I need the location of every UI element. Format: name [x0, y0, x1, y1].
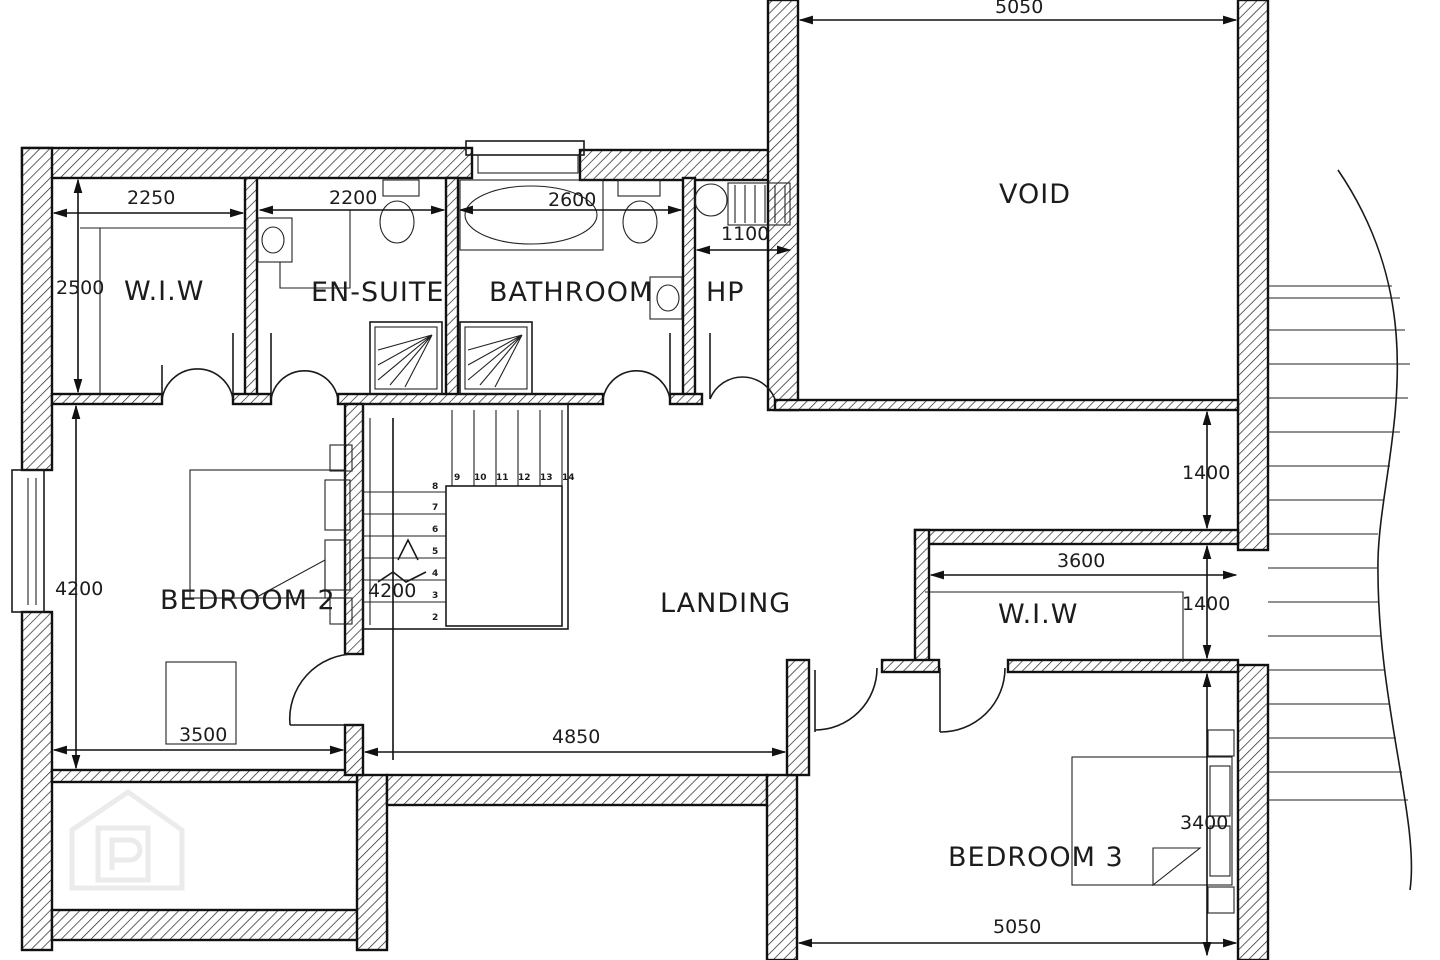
- dim-hp-width: 1100: [721, 223, 769, 245]
- stair-step: 3: [432, 591, 438, 601]
- wardrobe-rails: [80, 227, 1184, 662]
- window-left: [11, 469, 45, 613]
- dim-wiw-right-width: 3600: [1057, 550, 1105, 572]
- dim-bedroom-2-width: 3500: [179, 724, 227, 746]
- external-walls: [20, 0, 1270, 960]
- stair-step: 14: [562, 473, 575, 483]
- dim-stair-height: 4200: [368, 580, 416, 602]
- stair-step: 4: [432, 569, 438, 579]
- room-label-void: VOID: [999, 179, 1071, 210]
- stair-step: 13: [540, 473, 553, 483]
- room-label-landing: LANDING: [660, 588, 791, 619]
- room-label-wiw-right: W.I.W: [998, 599, 1078, 630]
- dim-landing-width: 4850: [552, 726, 600, 748]
- dim-bedroom-3-width: 5050: [993, 916, 1041, 938]
- dim-bedroom-2-height: 4200: [55, 578, 103, 600]
- stair-step: 2: [432, 613, 438, 623]
- room-label-bedroom-2: BEDROOM 2: [160, 585, 336, 616]
- internal-partitions: [50, 176, 1240, 777]
- dim-bedroom-3-depth: 3400: [1180, 812, 1228, 834]
- stair-step-numbers: 2 3 4 5 6 7 8 9 10 11 12 13 14: [432, 473, 575, 623]
- dim-en-suite-width: 2200: [329, 187, 377, 209]
- dimension-lines: [52, 15, 1238, 957]
- room-label-bedroom-3: BEDROOM 3: [948, 842, 1124, 873]
- room-labels: VOID W.I.W EN-SUITE BATHROOM HP LANDING …: [124, 179, 1124, 873]
- staircase: [362, 403, 569, 760]
- dim-bathroom-width: 2600: [548, 189, 596, 211]
- stair-step: 10: [474, 473, 487, 483]
- rooflight: [465, 140, 585, 174]
- dim-void-top-width: 5050: [995, 0, 1043, 18]
- dim-wiw-right-depth: 1400: [1182, 593, 1230, 615]
- dimension-labels: 5050 2250 2500 2200 2600 1100 1400 3600 …: [55, 0, 1230, 938]
- dim-wiw-left-width: 2250: [127, 187, 175, 209]
- stair-step: 9: [454, 473, 460, 483]
- room-label-bathroom: BATHROOM: [489, 277, 653, 308]
- bedroom-2-bed: [165, 444, 353, 745]
- stair-step: 5: [432, 547, 438, 557]
- room-label-wiw-left: W.I.W: [124, 276, 204, 307]
- room-label-hp: HP: [706, 277, 745, 308]
- watermark-logo-icon: [69, 788, 185, 891]
- dim-landing-gap: 1400: [1182, 462, 1230, 484]
- stair-step: 6: [432, 525, 438, 535]
- stair-step: 7: [432, 503, 438, 513]
- dim-wiw-left-depth: 2500: [56, 277, 104, 299]
- stair-step: 11: [496, 473, 509, 483]
- balcony-deck: [1268, 169, 1413, 891]
- sanitary-fittings: [257, 179, 791, 395]
- stair-step: 12: [518, 473, 531, 483]
- room-label-en-suite: EN-SUITE: [311, 277, 444, 308]
- stair-step: 8: [432, 482, 438, 492]
- doors: [161, 333, 1006, 733]
